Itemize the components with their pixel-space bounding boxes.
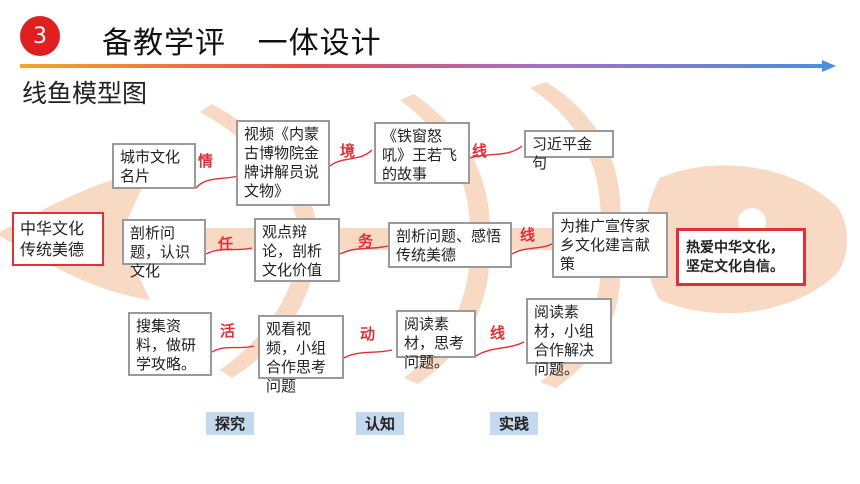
header-divider bbox=[20, 60, 836, 72]
page-title: 备教学评 一体设计 bbox=[102, 26, 382, 61]
mid-box-2: 观点辩论，剖析文化价值 bbox=[254, 218, 340, 282]
label-jing: 境 bbox=[340, 142, 356, 160]
stage-pill-cognition: 认知 bbox=[356, 412, 405, 435]
bottom-box-2: 观看视频，小组合作思考问题 bbox=[258, 315, 344, 395]
fish-tail-box: 中华文化传统美德 bbox=[12, 212, 104, 266]
connector-lines bbox=[195, 145, 553, 359]
label-wu: 务 bbox=[358, 232, 374, 250]
diagram-subtitle: 线鱼模型图 bbox=[22, 79, 148, 108]
bottom-box-1: 搜集资料，做研学攻略。 bbox=[128, 312, 212, 376]
label-ren: 任 bbox=[218, 235, 234, 253]
label-qing: 情 bbox=[198, 152, 214, 170]
stage-pill-explore: 探究 bbox=[206, 412, 255, 435]
section-number-badge: 3 bbox=[20, 16, 60, 56]
label-dong: 动 bbox=[360, 325, 376, 343]
top-box-2: 视频《内蒙古博物院金牌讲解员说文物》 bbox=[236, 120, 330, 206]
mid-box-1: 剖析问题，认识文化 bbox=[122, 219, 206, 280]
label-xian-bottom: 线 bbox=[490, 324, 506, 342]
top-box-1: 城市文化名片 bbox=[112, 143, 196, 189]
top-box-3: 《铁窗怒吼》王若飞的故事 bbox=[374, 122, 470, 184]
bottom-box-4: 阅读素材，小组合作解决问题。 bbox=[526, 298, 612, 378]
label-huo: 活 bbox=[220, 322, 236, 340]
fish-head-box: 热爱中华文化，坚定文化自信。 bbox=[676, 228, 806, 286]
label-xian-top: 线 bbox=[472, 142, 488, 160]
mid-box-3: 剖析问题、感悟传统美德 bbox=[388, 222, 512, 268]
mid-box-4: 为推广宣传家乡文化建言献策 bbox=[552, 212, 668, 278]
bottom-box-3: 阅读素材，思考问题。 bbox=[396, 310, 476, 371]
stage-pill-practice: 实践 bbox=[490, 412, 539, 435]
label-xian-mid: 线 bbox=[520, 226, 536, 244]
top-box-4: 习近平金句 bbox=[524, 130, 614, 172]
